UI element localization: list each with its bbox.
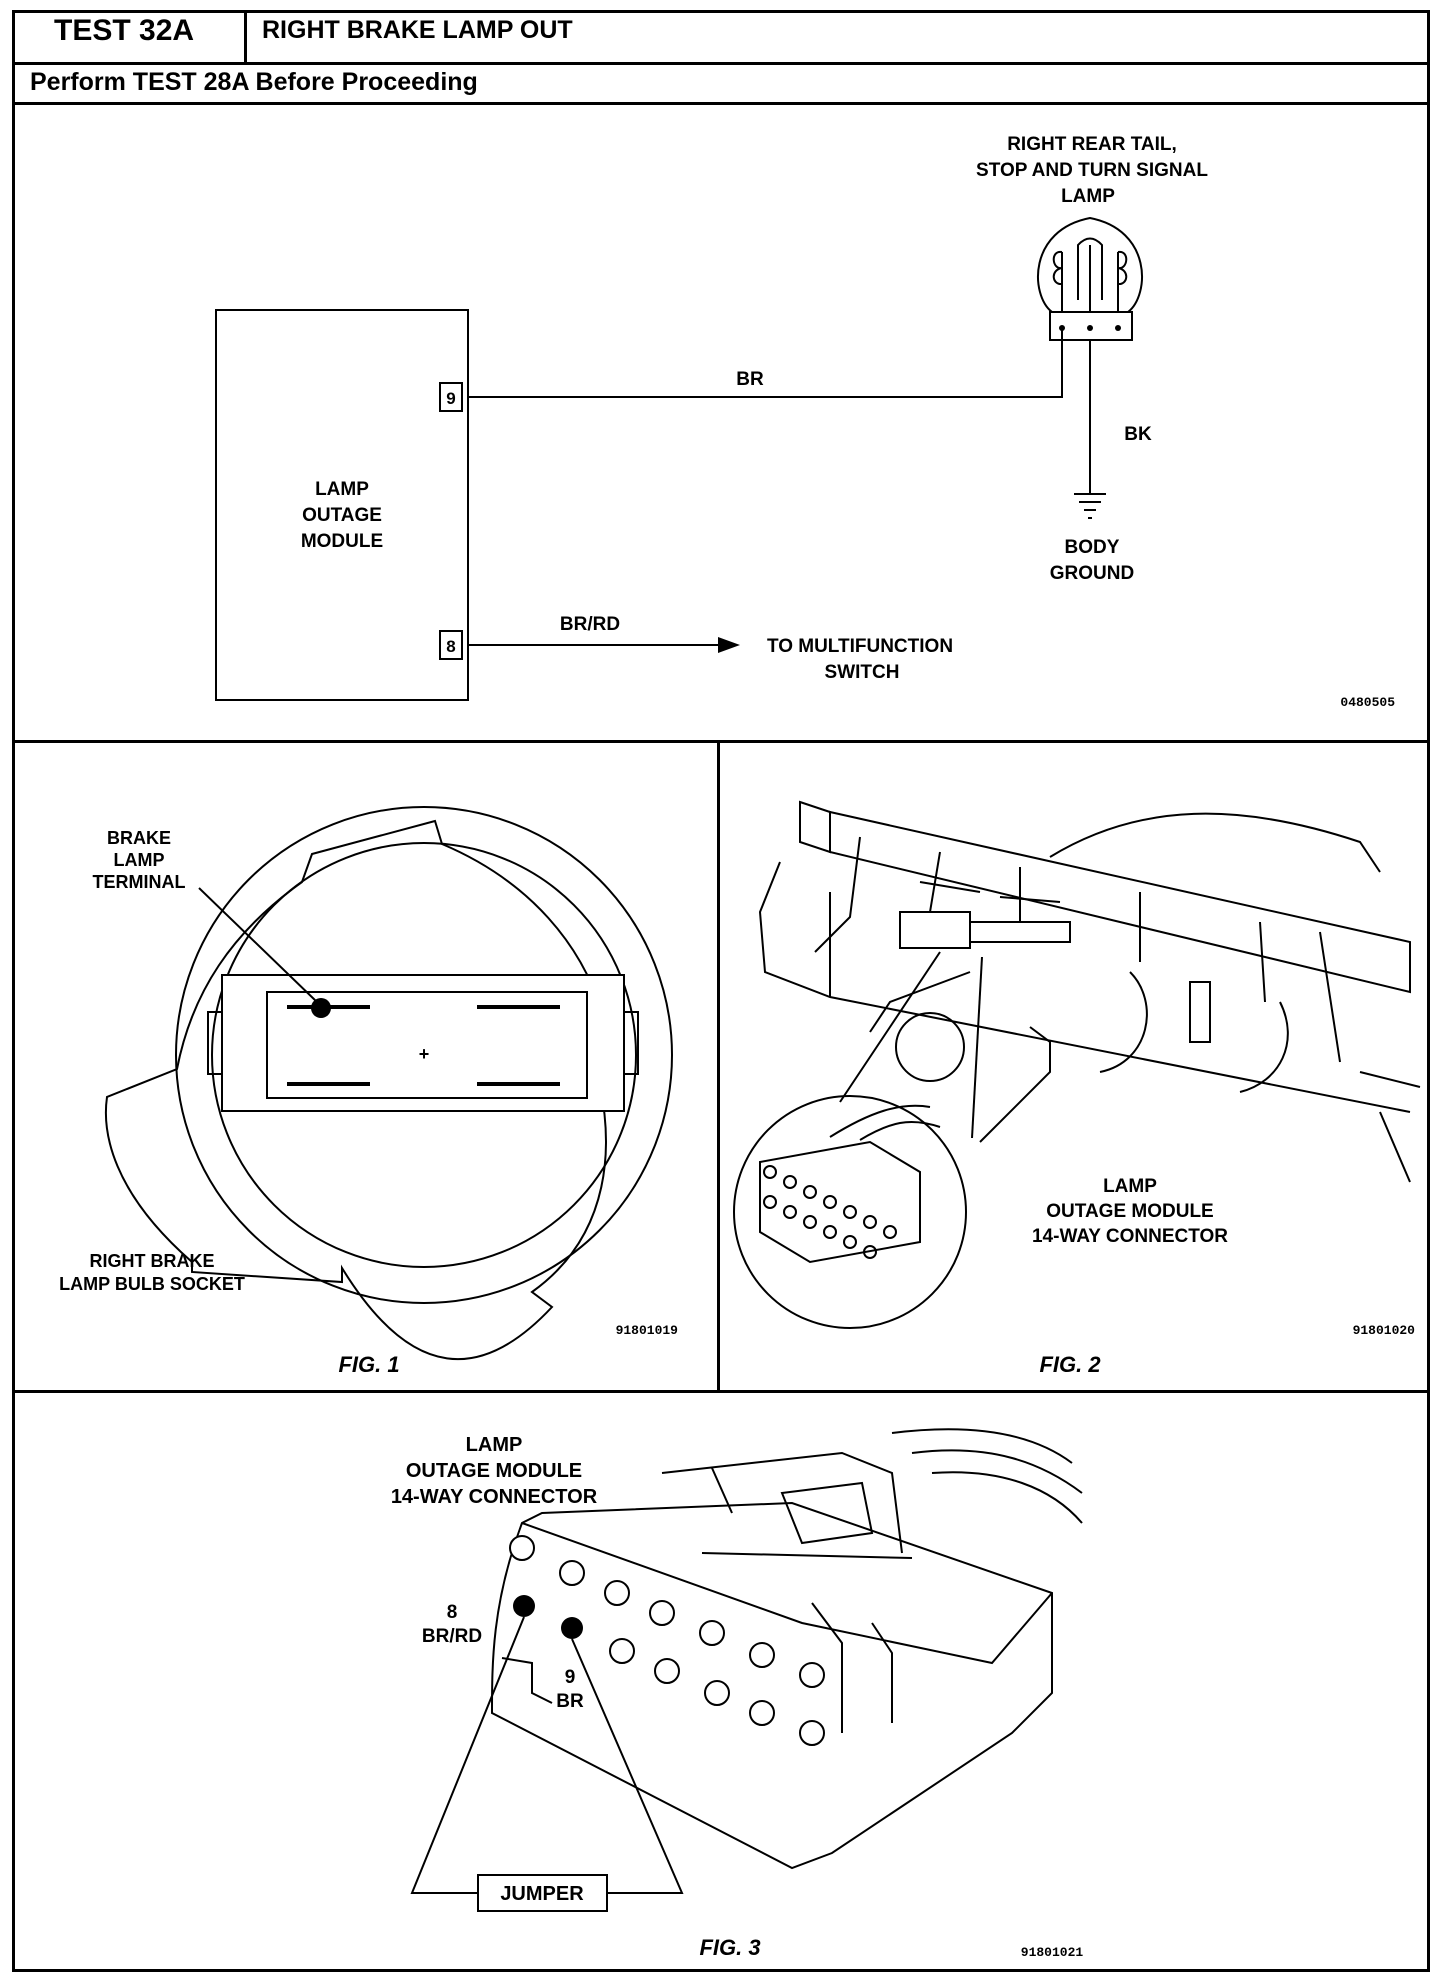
subheader-divider — [12, 102, 1430, 105]
fig-row-divider — [12, 1390, 1430, 1393]
fig3-connector-label-1: LAMP — [466, 1434, 523, 1456]
dest-label-1: TO MULTIFUNCTION — [767, 636, 953, 657]
fig3-connector-label-2: OUTAGE MODULE — [406, 1460, 582, 1482]
header-divider — [12, 62, 1430, 65]
fig3-pin8-color: BR/RD — [422, 1626, 482, 1647]
test-title: RIGHT BRAKE LAMP OUT — [262, 16, 573, 44]
terminal-label-1: BRAKE — [107, 828, 171, 848]
wire-bk-label: BK — [1124, 424, 1152, 445]
socket-inner-ring — [211, 842, 637, 1268]
test-instruction: Perform TEST 28A Before Proceeding — [30, 68, 478, 96]
schematic-bottom-divider — [12, 740, 1430, 743]
pin-9-hole — [561, 1617, 583, 1639]
socket-label-1: RIGHT BRAKE — [90, 1251, 215, 1271]
fig2-vehicle-diagram: LAMP OUTAGE MODULE 14-WAY CONNECTOR 9180… — [733, 800, 1421, 1377]
arrow-head — [718, 637, 740, 653]
connector-pin-holes — [509, 1535, 825, 1746]
terminal-label-3: TERMINAL — [93, 872, 186, 892]
fig-column-divider — [717, 740, 720, 1392]
fig3-code: 91801021 — [1021, 1945, 1084, 1960]
module-label-3: MODULE — [301, 531, 383, 552]
wire-br-label: BR — [736, 369, 764, 390]
page-frame — [12, 10, 1430, 1972]
fig2-connector-label-2: OUTAGE MODULE — [1046, 1201, 1213, 1222]
lamp-label-2: STOP AND TURN SIGNAL — [976, 160, 1208, 181]
wire-br — [468, 328, 1063, 398]
brake-terminal-marker — [311, 998, 331, 1018]
schematic-code: 0480505 — [1340, 695, 1395, 710]
lamp-label-1: RIGHT REAR TAIL, — [1007, 134, 1177, 155]
pin-8-box — [439, 630, 463, 660]
fig2-connector-label-1: LAMP — [1103, 1176, 1157, 1197]
fig3-pin8-num: 8 — [447, 1602, 458, 1623]
pin-8-label: 8 — [446, 637, 455, 656]
pin-9-label: 9 — [446, 389, 455, 408]
fig3-pin9-num: 9 — [565, 1667, 576, 1688]
bulb-icon — [1036, 216, 1144, 341]
dest-label-2: SWITCH — [825, 662, 900, 683]
fig3-caption: FIG. 3 — [699, 1935, 760, 1960]
module-label-1: LAMP — [315, 479, 369, 500]
fig3-connector-diagram: LAMP OUTAGE MODULE 14-WAY CONNECTOR 8 BR… — [391, 1428, 1084, 1960]
jumper-label: JUMPER — [500, 1883, 584, 1905]
connector-callout-circle — [733, 1095, 967, 1329]
fig3-pin9-color: BR — [556, 1691, 584, 1712]
socket-outer-ring — [175, 806, 673, 1304]
fig1-caption: FIG. 1 — [338, 1352, 399, 1377]
wire-brrd-label: BR/RD — [560, 614, 620, 635]
lamp-outage-module — [215, 309, 469, 701]
ground-label-2: GROUND — [1050, 563, 1134, 584]
fig3-connector-label-3: 14-WAY CONNECTOR — [391, 1486, 598, 1508]
fig1-socket-diagram: + BRAKE LAMP TERMINAL RIGHT BRAKE LAMP B… — [59, 806, 679, 1377]
terminal-label-2: LAMP — [114, 850, 165, 870]
ground-icon — [1074, 493, 1106, 519]
center-plus: + — [419, 1044, 430, 1064]
pin-8-hole — [513, 1595, 535, 1617]
pin-9-box — [439, 382, 463, 412]
fig2-code: 91801020 — [1353, 1323, 1416, 1338]
connector-body — [490, 1428, 1083, 1870]
fig2-caption: FIG. 2 — [1039, 1352, 1101, 1377]
rear-panel-illustration — [758, 800, 1421, 1183]
ground-label-1: BODY — [1065, 537, 1120, 558]
test-id: TEST 32A — [54, 14, 195, 47]
lamp-label-3: LAMP — [1061, 186, 1115, 207]
fig1-code: 91801019 — [616, 1323, 679, 1338]
fig2-connector-label-3: 14-WAY CONNECTOR — [1032, 1226, 1228, 1247]
module-label-2: OUTAGE — [302, 505, 382, 526]
jumper-wire — [410, 1616, 684, 1894]
jumper-box — [477, 1874, 608, 1912]
header-cell-divider — [244, 10, 247, 64]
connector-icon — [759, 1104, 941, 1264]
socket-label-2: LAMP BULB SOCKET — [59, 1274, 245, 1294]
